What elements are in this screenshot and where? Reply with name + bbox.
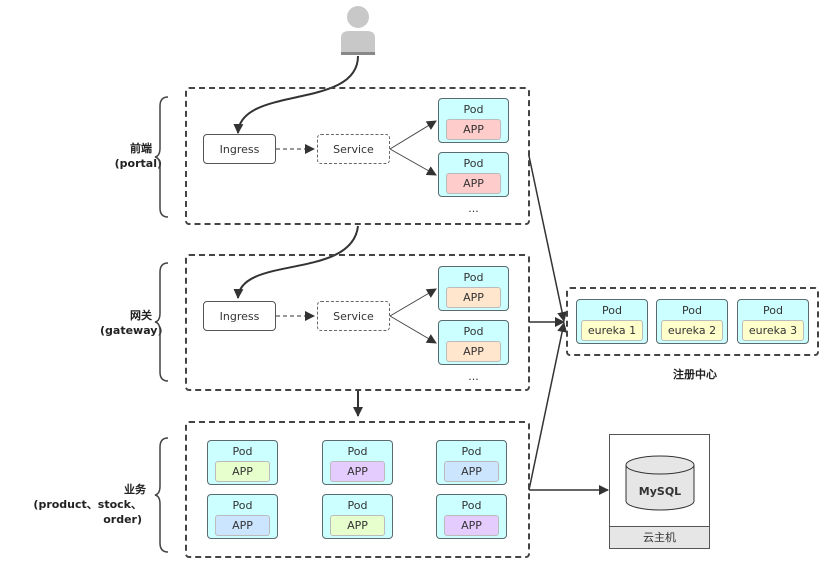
portal-label: 前端 (portal) bbox=[100, 141, 162, 171]
business-subtitle: (product、stock、order) bbox=[33, 498, 142, 526]
portal-pod-1[interactable]: Pod APP bbox=[438, 98, 509, 143]
host-label: 云主机 bbox=[610, 526, 709, 548]
pod-label: Pod bbox=[682, 304, 702, 317]
app-label: APP bbox=[446, 287, 501, 308]
gateway-ingress[interactable]: Ingress bbox=[203, 301, 276, 331]
pod-label: Pod bbox=[232, 445, 253, 458]
portal-service[interactable]: Service bbox=[317, 134, 390, 164]
user-icon bbox=[341, 6, 375, 55]
portal-brace-icon bbox=[154, 96, 169, 218]
registry-layer bbox=[566, 287, 819, 356]
database-icon bbox=[625, 455, 695, 511]
gateway-label: 网关 (gateway) bbox=[100, 308, 163, 338]
eureka-label: eureka 1 bbox=[581, 320, 643, 341]
app-label: APP bbox=[215, 515, 270, 536]
pod-label: Pod bbox=[461, 499, 482, 512]
pod-label: Pod bbox=[347, 499, 368, 512]
registry-pod-3[interactable]: Pod eureka 3 bbox=[737, 299, 809, 344]
pod-label: Pod bbox=[763, 304, 783, 317]
business-pod-2[interactable]: Pod APP bbox=[322, 440, 393, 485]
gateway-title: 网关 bbox=[130, 309, 152, 322]
business-pod-4[interactable]: Pod APP bbox=[207, 494, 278, 539]
gateway-brace-icon bbox=[154, 262, 169, 382]
app-label: APP bbox=[446, 119, 501, 140]
portal-title: 前端 bbox=[130, 142, 152, 155]
portal-to-registry bbox=[528, 155, 568, 322]
gateway-pod-1[interactable]: Pod APP bbox=[438, 266, 509, 311]
pod-label: Pod bbox=[232, 499, 253, 512]
portal-ingress[interactable]: Ingress bbox=[203, 134, 276, 164]
business-label: 业务 (product、stock、order) bbox=[0, 482, 146, 527]
pod-label: Pod bbox=[463, 103, 484, 116]
gateway-service-to-pod-2 bbox=[389, 315, 437, 344]
gateway-service[interactable]: Service bbox=[317, 301, 390, 331]
app-label: APP bbox=[330, 461, 385, 482]
app-label: APP bbox=[215, 461, 270, 482]
business-pod-3[interactable]: Pod APP bbox=[436, 440, 507, 485]
gateway-layer bbox=[185, 254, 530, 391]
app-label: APP bbox=[444, 461, 499, 482]
business-pod-5[interactable]: Pod APP bbox=[322, 494, 393, 539]
user-to-portal-ingress bbox=[233, 55, 359, 134]
pod-label: Pod bbox=[602, 304, 622, 317]
business-layer bbox=[185, 421, 530, 558]
eureka-label: eureka 2 bbox=[661, 320, 723, 341]
pod-label: Pod bbox=[463, 157, 484, 170]
pod-label: Pod bbox=[463, 271, 484, 284]
portal-to-gateway-ingress bbox=[233, 225, 359, 299]
app-label: APP bbox=[446, 173, 501, 194]
portal-subtitle: (portal) bbox=[114, 157, 162, 170]
registry-title: 注册中心 bbox=[673, 368, 717, 381]
portal-pod-2[interactable]: Pod APP bbox=[438, 152, 509, 197]
portal-more: ... bbox=[468, 202, 479, 215]
gateway-service-to-pod-1 bbox=[389, 288, 437, 317]
registry-pod-2[interactable]: Pod eureka 2 bbox=[656, 299, 728, 344]
business-brace-icon bbox=[154, 437, 169, 553]
business-title: 业务 bbox=[124, 483, 146, 496]
business-pod-6[interactable]: Pod APP bbox=[436, 494, 507, 539]
gateway-more: ... bbox=[468, 370, 479, 383]
registry-pod-1[interactable]: Pod eureka 1 bbox=[576, 299, 648, 344]
app-label: APP bbox=[444, 515, 499, 536]
pod-label: Pod bbox=[461, 445, 482, 458]
eureka-label: eureka 3 bbox=[742, 320, 804, 341]
portal-layer bbox=[185, 87, 530, 225]
pod-label: Pod bbox=[347, 445, 368, 458]
gateway-pod-2[interactable]: Pod APP bbox=[438, 320, 509, 365]
business-pod-1[interactable]: Pod APP bbox=[207, 440, 278, 485]
portal-service-to-pod-1 bbox=[389, 120, 437, 150]
pod-label: Pod bbox=[463, 325, 484, 338]
portal-service-to-pod-2 bbox=[389, 148, 437, 176]
app-label: APP bbox=[330, 515, 385, 536]
business-to-registry bbox=[528, 322, 568, 491]
app-label: APP bbox=[446, 341, 501, 362]
gateway-subtitle: (gateway) bbox=[100, 324, 163, 337]
mysql-label: MySQL bbox=[638, 485, 682, 498]
cloud-host[interactable]: MySQL 云主机 bbox=[609, 434, 710, 549]
